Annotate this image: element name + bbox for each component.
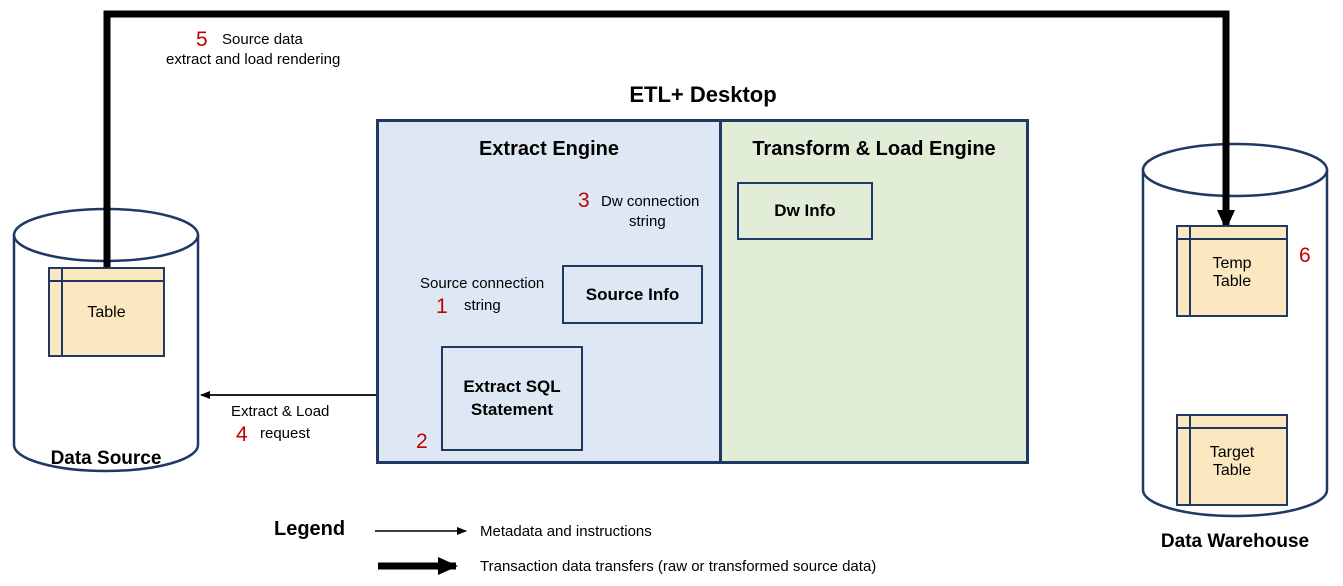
flow-5-label-line-1: Source data	[222, 31, 303, 48]
legend-entry-transaction-text: Transaction data transfers (raw or trans…	[480, 558, 877, 575]
transform-load-engine-heading: Transform & Load Engine	[752, 138, 996, 160]
legend-title: Legend	[274, 518, 346, 540]
step-number-2: 2	[416, 430, 428, 453]
step-number-6: 6	[1299, 244, 1311, 267]
step-number-3: 3	[578, 189, 590, 212]
extract-engine-heading: Extract Engine	[478, 138, 620, 160]
extract-sql-statement-box: Extract SQL Statement	[441, 346, 583, 451]
source-info-box: Source Info	[562, 265, 703, 324]
extract-sql-line-1: Extract SQL	[463, 377, 561, 397]
data-warehouse-label: Data Warehouse	[1160, 531, 1310, 552]
step-number-4: 4	[236, 423, 248, 446]
temp-table-icon: Temp Table	[1176, 225, 1288, 317]
data-source-label: Data Source	[50, 448, 162, 469]
step-number-1: 1	[436, 295, 448, 318]
dw-info-box: Dw Info	[737, 182, 873, 240]
extract-sql-line-2: Statement	[470, 399, 554, 419]
flow-1-label-line-1: Source connection	[420, 275, 545, 292]
flow-3-label-line-2: string	[629, 213, 666, 230]
legend-entry-metadata-text: Metadata and instructions	[480, 523, 652, 540]
temp-table-label: Temp Table	[1212, 254, 1252, 291]
flow-5-source-data-transfer-line	[103, 10, 1235, 272]
flow-1-label-line-2: string	[464, 297, 501, 314]
target-table-icon: Target Table	[1176, 414, 1288, 506]
data-source-table-icon: Table	[48, 267, 165, 357]
flow-3-label-line-1: Dw connection	[601, 193, 700, 210]
flow-4-label-line-1: Extract & Load	[231, 403, 330, 420]
etl-desktop-panel: Extract Engine Transform & Load Engine	[376, 119, 1029, 464]
flow-4-label-line-2: request	[260, 425, 311, 442]
transform-load-engine-panel: Transform & Load Engine	[722, 122, 1026, 461]
target-table-label: Target Table	[1209, 443, 1255, 480]
flow-5-label-line-2: extract and load rendering	[166, 51, 341, 68]
step-number-5: 5	[196, 28, 208, 51]
etl-desktop-title: ETL+ Desktop	[629, 82, 777, 107]
data-source-table-label: Table	[87, 303, 126, 321]
